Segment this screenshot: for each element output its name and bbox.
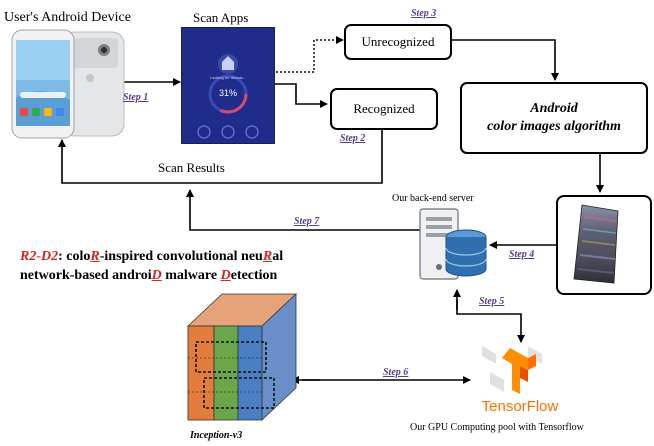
- step-4-label: Step 4: [509, 249, 535, 260]
- backend-server-label: Our back-end server: [392, 193, 474, 204]
- step-3-label: Step 3: [411, 8, 437, 19]
- scan-results-label: Scan Results: [158, 160, 225, 175]
- scan-percent: 31%: [218, 88, 237, 98]
- tensorflow-logo: [482, 346, 542, 394]
- algorithm-line-2: color images algorithm: [487, 119, 621, 134]
- scan-status-text: Looking for threats...: [209, 75, 247, 80]
- inception-label: Inception-v3: [190, 430, 243, 441]
- title-line-2: network-based androiD malware Detection: [20, 268, 278, 283]
- title-line-1: R2-D2: coloR-inspired convolutional neuR…: [20, 249, 284, 264]
- step-2-label: Step 2: [340, 133, 366, 144]
- color-image-visual: [573, 204, 619, 284]
- inception-v3-visual: [186, 293, 298, 421]
- recognized-box: Recognized: [330, 88, 438, 130]
- device-label: User's Android Device: [4, 10, 131, 25]
- step-7-label: Step 7: [294, 216, 320, 227]
- scan-apps-screen: Looking for threats... 31%: [181, 27, 275, 144]
- step-6-label: Step 6: [383, 367, 409, 378]
- arrow-to-unrecognized: [272, 36, 344, 73]
- color-image-box: [556, 195, 652, 295]
- unrecognized-box: Unrecognized: [344, 24, 452, 60]
- algorithm-line-1: Android: [530, 101, 578, 116]
- gpu-pool-label: Our GPU Computing pool with Tensorflow: [410, 422, 584, 433]
- arrow-to-recognized: [272, 83, 328, 108]
- step-1-label: Step 1: [123, 92, 149, 103]
- server-database-icon: [419, 208, 487, 280]
- arrow-step2: [58, 128, 383, 184]
- title-prefix: R2-D2: [20, 249, 59, 264]
- arrow-step3: [450, 39, 559, 81]
- tensorflow-wordmark: TensorFlow: [481, 398, 559, 415]
- algorithm-box: Android color images algorithm: [460, 82, 648, 154]
- scan-apps-label: Scan Apps: [193, 10, 249, 25]
- step-5-label: Step 5: [479, 296, 505, 307]
- arrow-step7: [186, 189, 420, 231]
- android-phone-illustration: [11, 29, 125, 139]
